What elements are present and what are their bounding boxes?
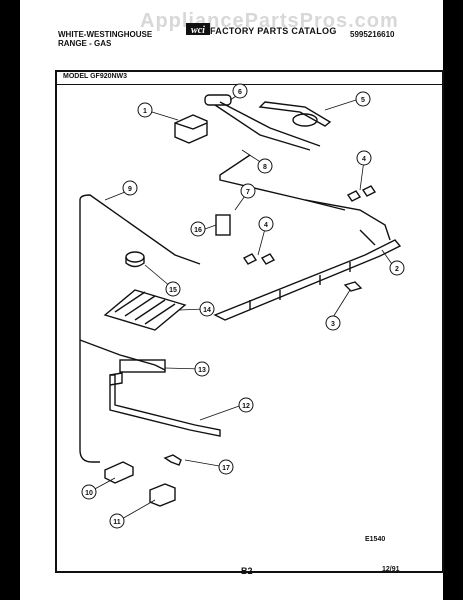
catalog-date: 12/91 (382, 566, 400, 573)
svg-text:7: 7 (246, 189, 250, 196)
callout-8: 8 (257, 158, 273, 174)
callout-7: 7 (240, 183, 256, 199)
svg-text:6: 6 (238, 89, 242, 96)
callout-4-upper: 4 (356, 150, 372, 166)
callout-1: 1 (137, 102, 153, 118)
line-art (79, 94, 402, 507)
catalog-part-number: 5995216610 (350, 30, 395, 39)
callout-2: 2 (389, 260, 405, 276)
callout-3: 3 (325, 315, 341, 331)
svg-text:16: 16 (194, 227, 202, 234)
svg-text:13: 13 (198, 367, 206, 374)
svg-text:10: 10 (85, 490, 93, 497)
callout-group: 1 6 5 8 4 7 9 16 4 2 15 14 3 13 12 17 10… (81, 83, 405, 529)
callout-9: 9 (122, 180, 138, 196)
callout-16: 16 (190, 221, 206, 237)
svg-text:11: 11 (113, 519, 121, 526)
svg-text:2: 2 (395, 266, 399, 273)
svg-text:9: 9 (128, 186, 132, 193)
svg-text:wci: wci (191, 25, 205, 36)
svg-text:4: 4 (362, 156, 366, 163)
callout-12: 12 (238, 397, 254, 413)
figure-code: E1540 (365, 536, 386, 543)
callout-10: 10 (81, 484, 97, 500)
brand-logo: wci (186, 23, 210, 36)
svg-text:12: 12 (242, 403, 250, 410)
callout-4-lower: 4 (258, 216, 274, 232)
svg-text:5: 5 (361, 97, 365, 104)
callout-5: 5 (355, 91, 371, 107)
page-number: B2 (241, 566, 253, 576)
model-header: MODEL GF920NW3 (57, 72, 442, 85)
svg-text:4: 4 (264, 222, 268, 229)
callout-13: 13 (194, 361, 210, 377)
brand-line-1: WHITE-WESTINGHOUSE (58, 30, 153, 39)
model-number: MODEL GF920NW3 (63, 73, 128, 80)
svg-text:1: 1 (143, 108, 147, 115)
callout-14: 14 (199, 301, 215, 317)
diagram-frame: MODEL GF920NW3 (55, 70, 444, 573)
brand-name: WHITE-WESTINGHOUSE RANGE - GAS (58, 30, 152, 48)
catalog-title: FACTORY PARTS CATALOG (210, 26, 337, 36)
svg-text:8: 8 (263, 164, 267, 171)
callout-6: 6 (232, 83, 248, 99)
leader-lines (90, 94, 395, 521)
parts-diagram: 1 6 5 8 4 7 9 16 4 2 15 14 3 13 12 17 10… (79, 83, 405, 529)
brand-line-2: RANGE - GAS (58, 39, 112, 48)
callout-15: 15 (165, 281, 181, 297)
svg-text:3: 3 (331, 321, 335, 328)
catalog-page: AppliancePartsPros.com WHITE-WESTINGHOUS… (20, 0, 444, 600)
svg-text:15: 15 (169, 287, 177, 294)
callout-11: 11 (109, 513, 125, 529)
callout-17: 17 (218, 459, 234, 475)
svg-text:14: 14 (203, 307, 211, 314)
svg-text:17: 17 (222, 465, 230, 472)
